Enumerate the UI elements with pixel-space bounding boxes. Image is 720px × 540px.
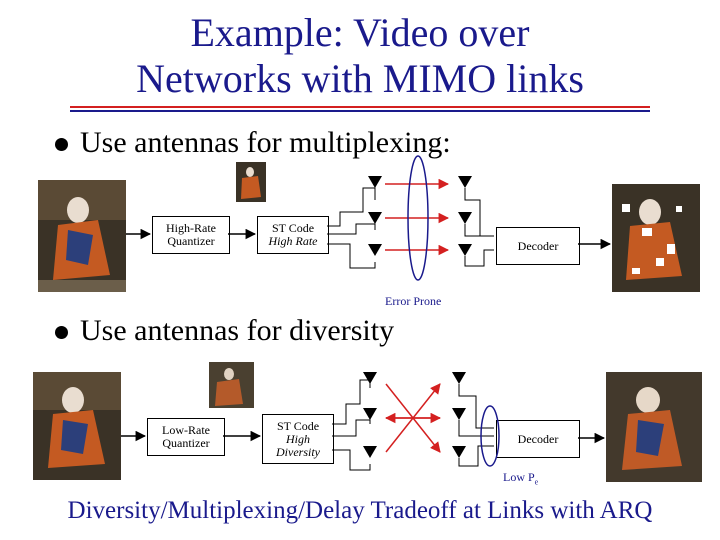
tx-feed-1	[327, 187, 376, 227]
rx-antenna-1	[458, 176, 472, 188]
received-video-frame-2	[606, 372, 702, 482]
rx-feed-5	[458, 420, 494, 437]
quantizer-label-line2: Quantizer	[167, 234, 215, 248]
tx-feed-4	[332, 379, 371, 425]
rx-antenna-3	[458, 244, 472, 256]
rx-feed-2	[464, 224, 480, 237]
bullet-dot-1	[55, 138, 68, 151]
quantizer-label-line1: Low-Rate	[162, 423, 210, 437]
tx-antenna-4	[363, 372, 377, 384]
error-prone-note: Error Prone	[385, 294, 442, 308]
rx-antenna-5	[452, 408, 466, 420]
channel-ellipse	[407, 155, 429, 281]
tx-antenna-6	[363, 446, 377, 458]
decoder-label: Decoder	[517, 238, 559, 253]
tx-antenna-3	[368, 244, 382, 256]
bullet-multiplexing: Use antennas for multiplexing:	[80, 126, 451, 159]
tx-antenna-1	[368, 176, 382, 188]
st-code-mode: High Rate	[268, 234, 318, 248]
received-video-frame-1	[612, 184, 700, 292]
tx-antenna-2	[368, 212, 382, 224]
st-code-high-diversity-block: ST Code High Diversity	[262, 414, 334, 464]
decoder-block-multiplexing: Decoder	[496, 227, 580, 265]
footer-caption: Diversity/Multiplexing/Delay Tradeoff at…	[67, 497, 653, 524]
slide-title-line1: Example: Video over	[190, 10, 530, 55]
st-code-label: ST Code	[271, 221, 315, 235]
tx-feed-3	[327, 243, 376, 269]
rx-antenna-6	[452, 446, 466, 458]
compressed-video-frame-2	[209, 362, 254, 408]
st-code-high-rate-block: ST Code High Rate	[257, 216, 329, 254]
low-pe-note: Low Pe	[503, 470, 539, 487]
tx-feed-2	[327, 223, 376, 235]
decoder-block-diversity: Decoder	[496, 420, 580, 458]
st-code-mode-line2: Diversity	[276, 444, 320, 459]
quantizer-label-line1: High-Rate	[166, 221, 216, 235]
source-video-frame-1	[38, 180, 126, 292]
slide-title-line2: Networks with MIMO links	[136, 56, 584, 101]
tx-feed-5	[332, 419, 371, 437]
rx-feed-1	[464, 188, 494, 237]
st-code-label: ST Code	[276, 418, 320, 433]
tx-antenna-5	[363, 408, 377, 420]
source-video-frame-2	[33, 372, 121, 480]
rx-feed-3	[464, 249, 494, 267]
low-rate-quantizer-block: Low-Rate Quantizer	[147, 418, 225, 456]
rx-antenna-4	[452, 372, 466, 384]
bullet-diversity: Use antennas for diversity	[80, 314, 395, 347]
rx-antenna-2	[458, 212, 472, 224]
decoder-input-ellipse	[480, 405, 500, 467]
tx-feed-6	[332, 449, 371, 471]
high-rate-quantizer-block: High-Rate Quantizer	[152, 216, 230, 254]
decoder-label: Decoder	[517, 431, 559, 446]
quantizer-label-line2: Quantizer	[162, 436, 210, 450]
title-divider	[70, 106, 650, 112]
compressed-video-frame-1	[236, 162, 266, 202]
st-code-mode-line1: High	[286, 431, 310, 446]
rx-feed-6	[458, 445, 494, 467]
bullet-dot-2	[55, 326, 68, 339]
